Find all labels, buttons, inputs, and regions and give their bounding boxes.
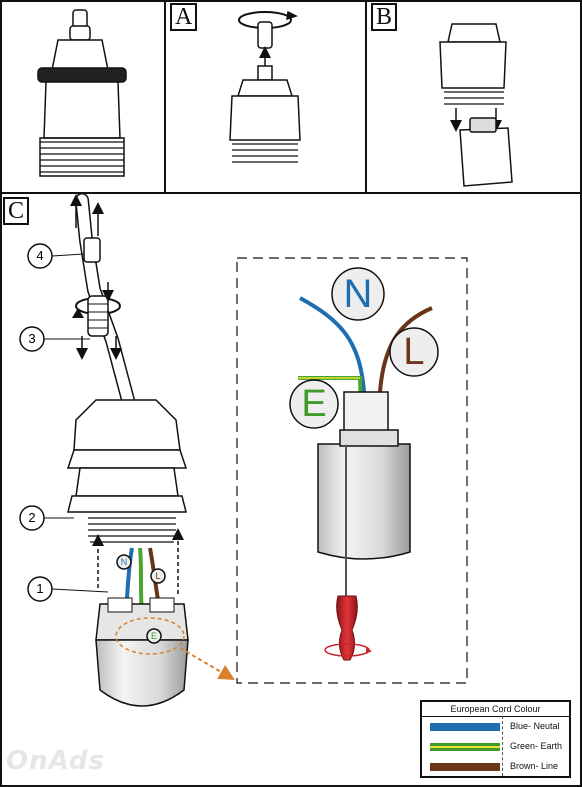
neutral-badge-large: N: [343, 272, 373, 316]
panel-a-label: A: [170, 3, 198, 31]
legend-title: European Cord Colour: [422, 702, 569, 717]
callout-leaders: [44, 253, 109, 593]
legend-separator: [502, 716, 503, 776]
blue-swatch: [430, 723, 500, 731]
callout-1: 1: [36, 581, 44, 596]
neutral-badge-small: N: [120, 557, 128, 567]
line-badge-large: L: [403, 331, 425, 373]
earth-badge-small: E: [150, 631, 157, 641]
brown-swatch: [430, 763, 500, 771]
legend-label-line: Brown- Line: [510, 761, 559, 771]
detail-inset-frame: [236, 257, 468, 684]
wire-badge-circles: [116, 267, 439, 644]
callout-2: 2: [28, 510, 36, 525]
panel-dividers: [0, 0, 582, 194]
legend-label-neutral: Blue- Neutal: [510, 721, 560, 731]
callout-4: 4: [36, 248, 44, 263]
assembled-socket-illustration: [37, 9, 127, 177]
callout-3: 3: [28, 331, 36, 346]
cord-colour-legend: European Cord Colour Blue- Neutal Green-…: [420, 700, 571, 778]
line-badge-small: L: [155, 571, 161, 581]
green-swatch: [430, 743, 500, 751]
legend-row-neutral: Blue- Neutal: [422, 717, 569, 737]
earth-badge-large: E: [301, 383, 327, 425]
panel-b-illustration: [439, 23, 513, 187]
legend-row-earth: Green- Earth: [422, 737, 569, 757]
panel-b-label: B: [371, 3, 398, 31]
legend-row-line: Brown- Line: [422, 757, 569, 777]
panel-a-illustration: [229, 10, 301, 163]
callout-circles: [19, 243, 53, 602]
panel-c-label: C: [3, 197, 30, 225]
legend-label-earth: Green- Earth: [510, 741, 563, 751]
watermark: OnAds: [6, 746, 106, 776]
panel-c-exploded-socket: [66, 193, 235, 707]
